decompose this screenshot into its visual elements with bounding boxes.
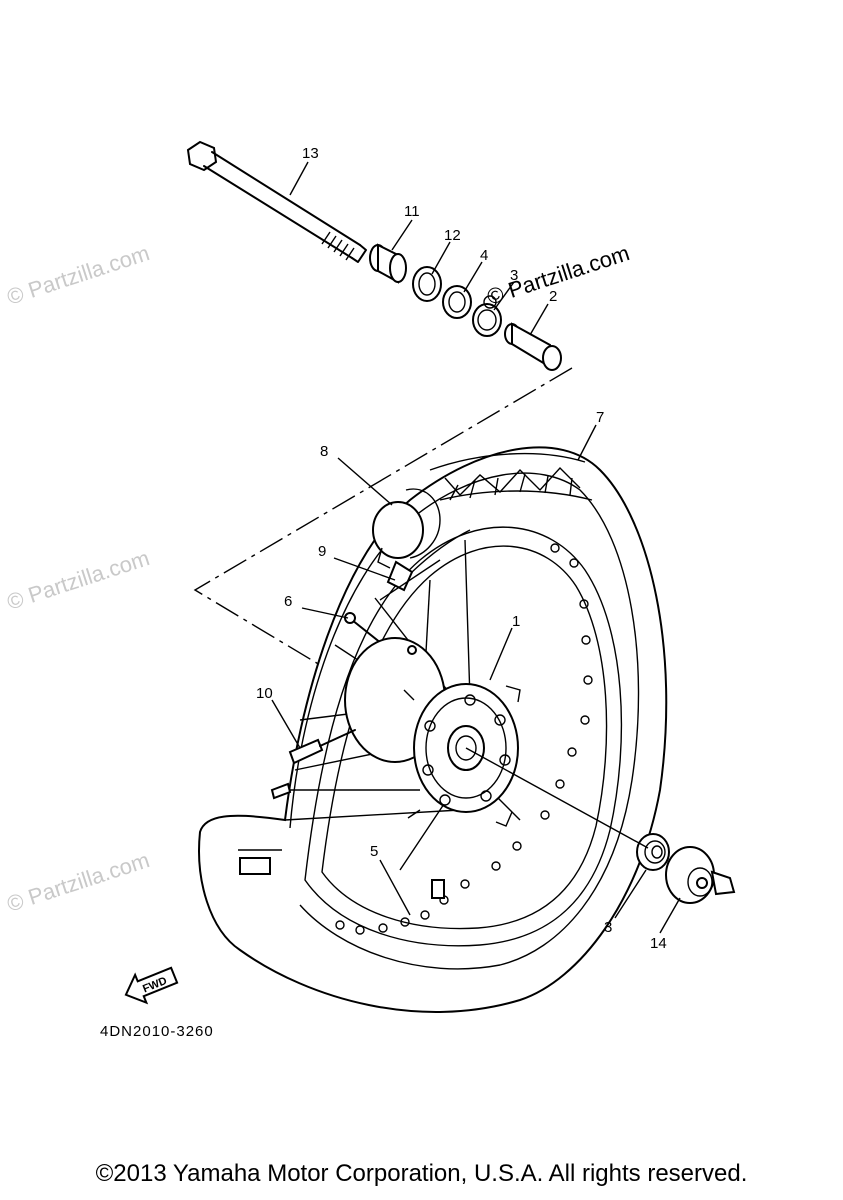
watermark-bottom-left: © Partzilla.com bbox=[4, 847, 153, 917]
callout-5: 5 bbox=[370, 843, 378, 860]
watermark-mid-left: © Partzilla.com bbox=[4, 545, 153, 615]
axle-centerline bbox=[193, 367, 641, 861]
callout-labels: 13 11 12 4 3 2 7 8 9 6 1 10 5 3 14 bbox=[256, 145, 667, 952]
axle-bolt-13 bbox=[186, 140, 367, 263]
bearing-3-bottom bbox=[636, 833, 670, 871]
callout-2: 2 bbox=[549, 288, 557, 305]
callout-14: 14 bbox=[650, 935, 667, 952]
watermark-dark: © Partzilla.com bbox=[484, 240, 633, 310]
callout-3-bottom: 3 bbox=[604, 919, 612, 936]
copyright-notice: ©2013 Yamaha Motor Corporation, U.S.A. A… bbox=[95, 1160, 748, 1187]
tread-pattern bbox=[429, 452, 593, 501]
callout-8: 8 bbox=[320, 443, 328, 460]
callout-12: 12 bbox=[444, 227, 461, 244]
fwd-arrow-icon: FWD bbox=[124, 966, 179, 1005]
front-wheel bbox=[198, 446, 668, 1013]
collar-11 bbox=[369, 243, 407, 284]
spacer-4 bbox=[442, 285, 472, 319]
bearing-3-top bbox=[472, 295, 502, 337]
callout-10: 10 bbox=[256, 685, 273, 702]
axle-assembly bbox=[186, 140, 562, 371]
valve-stem bbox=[238, 782, 292, 875]
callout-1: 1 bbox=[512, 613, 520, 630]
spacer-2 bbox=[504, 322, 562, 371]
leader-lines bbox=[271, 161, 681, 934]
callout-3-top: 3 bbox=[510, 267, 518, 284]
callout-4: 4 bbox=[480, 247, 488, 264]
callout-11: 11 bbox=[404, 203, 420, 220]
tube-8 bbox=[372, 488, 441, 569]
rim-nipples bbox=[335, 543, 593, 935]
callout-6: 6 bbox=[284, 593, 292, 610]
watermark-top-left: © Partzilla.com bbox=[4, 240, 153, 310]
callout-7: 7 bbox=[596, 409, 604, 426]
callout-13: 13 bbox=[302, 145, 319, 162]
speedometer-unit-14 bbox=[665, 846, 736, 904]
diagram-code: 4DN2010-3260 bbox=[100, 1023, 214, 1040]
valve-10 bbox=[288, 729, 356, 765]
callout-9: 9 bbox=[318, 543, 326, 560]
valve-cap-5 bbox=[431, 879, 445, 899]
oil-seal-12 bbox=[412, 266, 442, 302]
